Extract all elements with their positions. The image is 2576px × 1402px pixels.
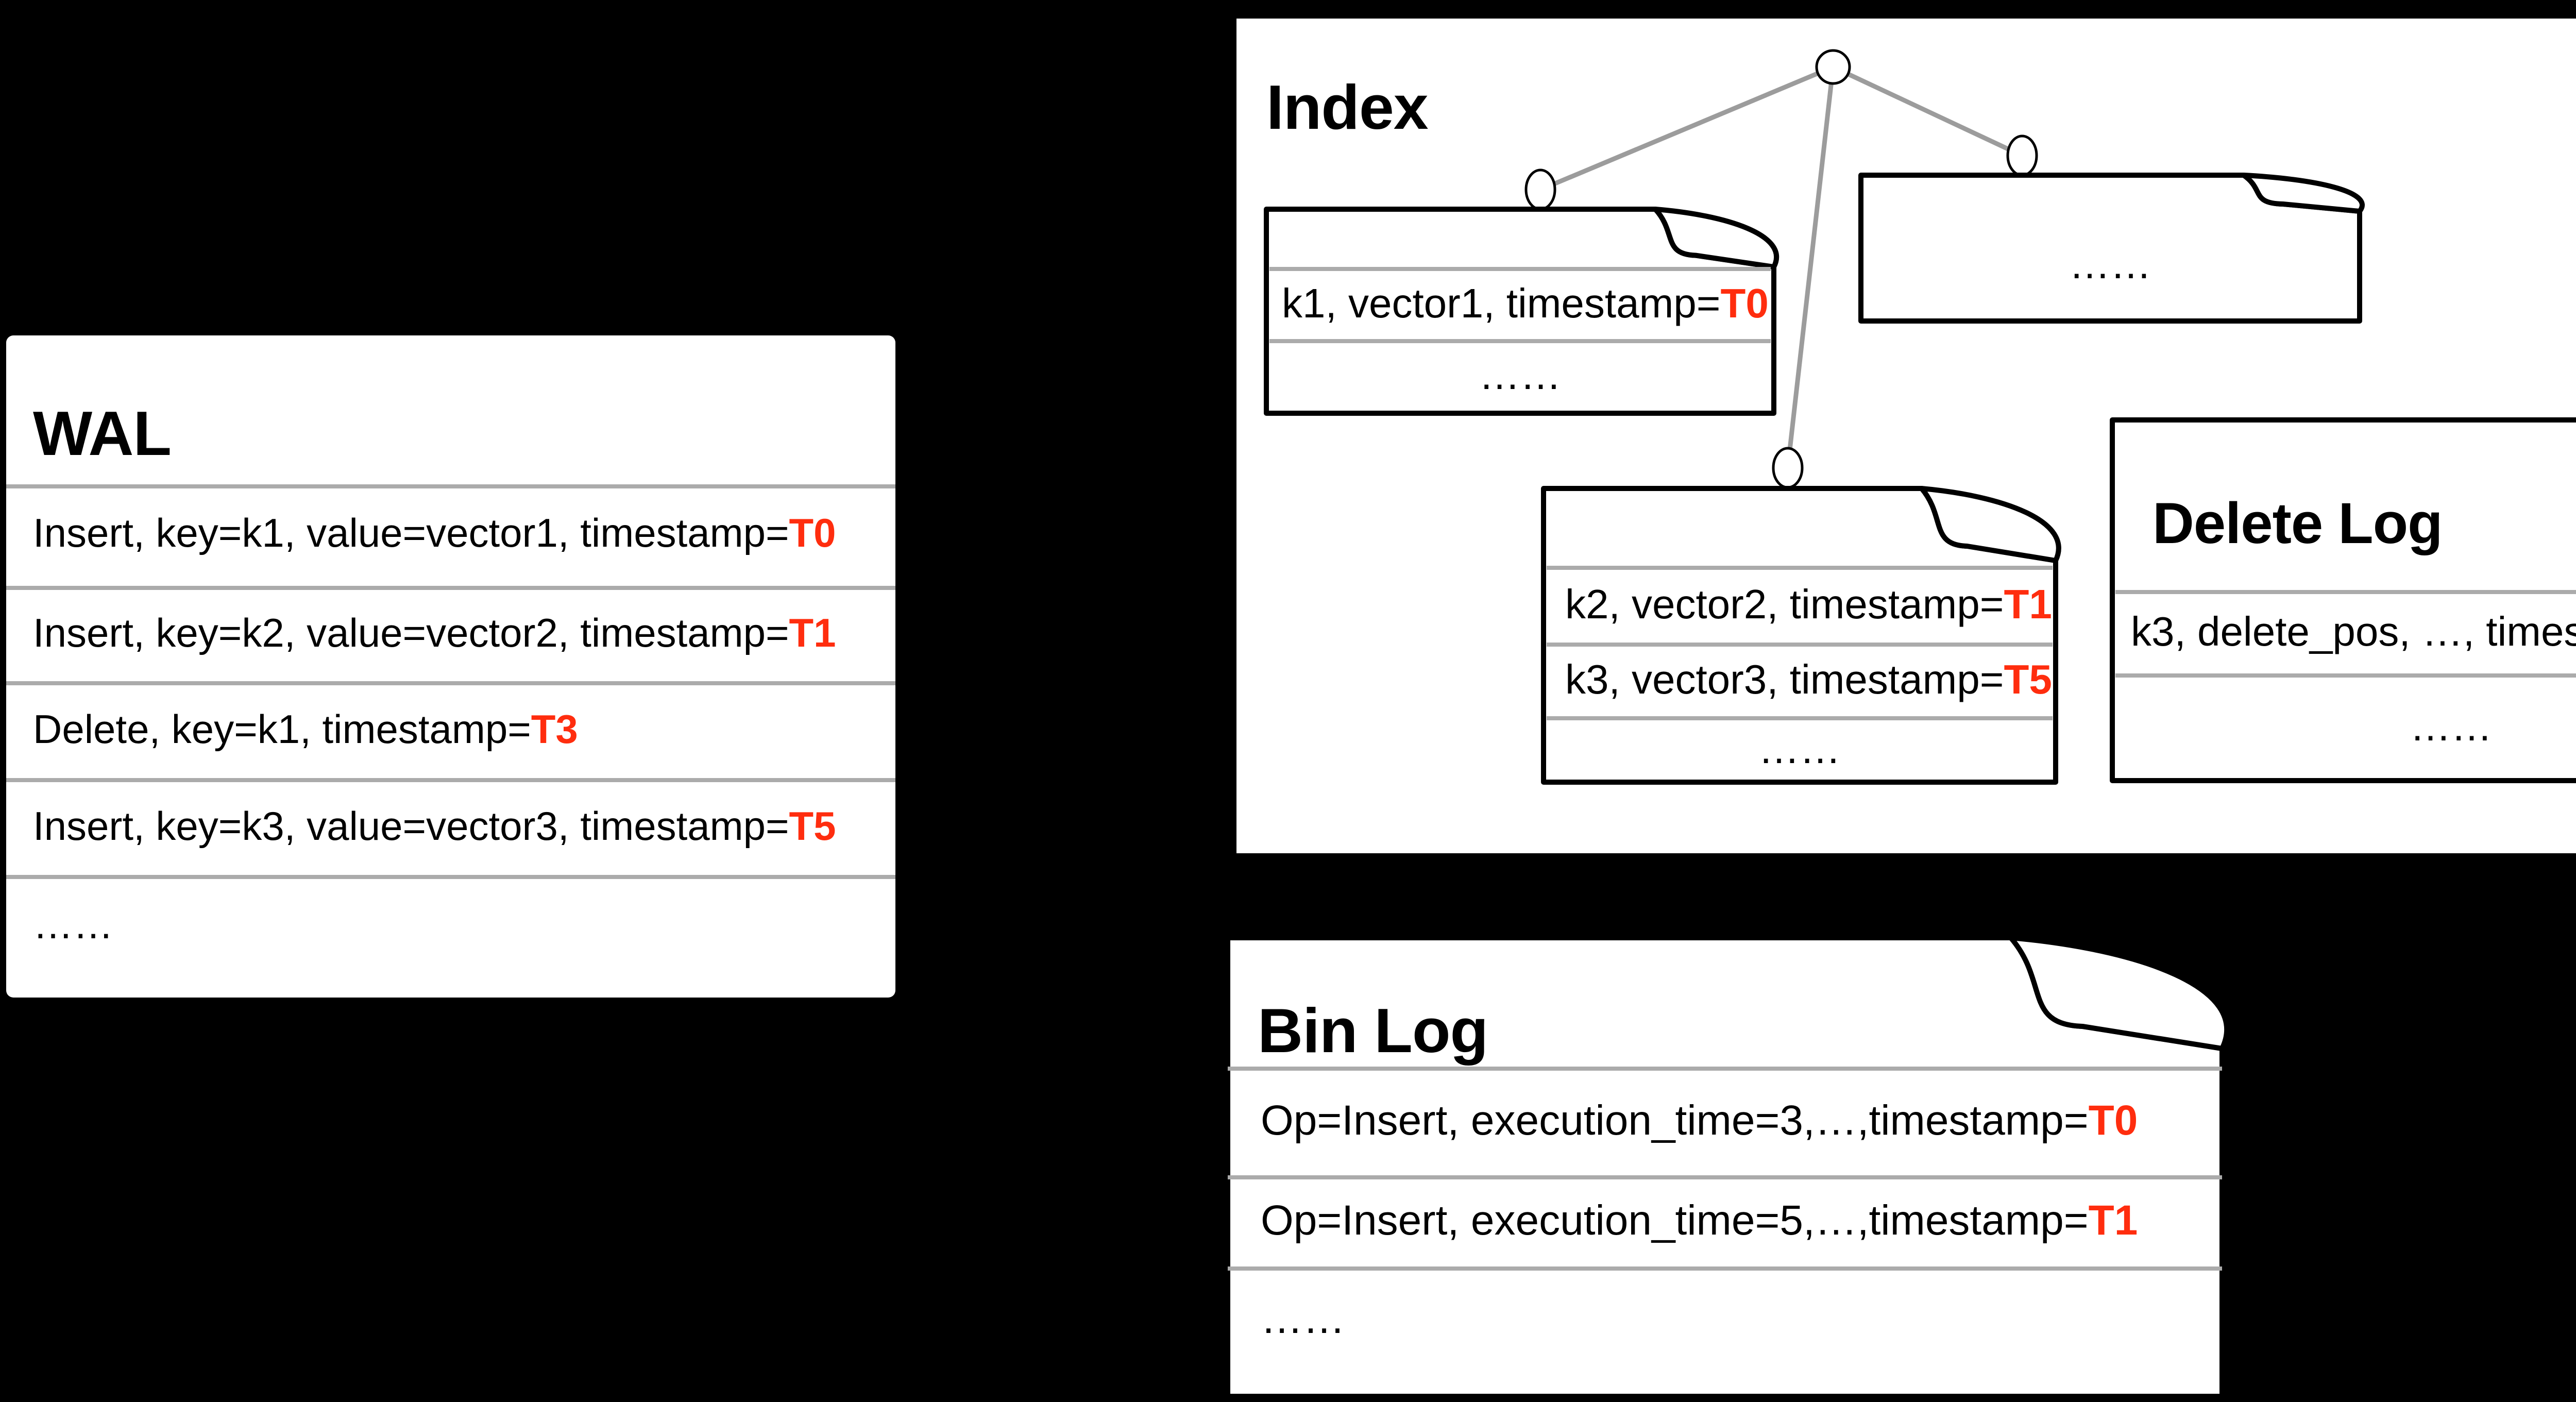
index-segment-k1-document: k1, vector1, timestamp=T0 …… <box>1264 207 1780 416</box>
segment-row: k1, vector1, timestamp=T0 <box>1282 271 1769 336</box>
ellipsis-text: …… <box>1758 726 1841 772</box>
ellipsis-text: …… <box>1479 352 1562 398</box>
segment-row-timestamp: T1 <box>2004 581 2052 627</box>
segment-row-text: k1, vector1, timestamp= <box>1282 280 1721 326</box>
doc-separator <box>1547 643 2053 647</box>
wal-title: WAL <box>33 398 172 469</box>
wal-row: Delete, key=k1, timestamp=T3 <box>33 706 885 752</box>
doc-separator <box>1228 1067 2222 1071</box>
index-segment-more-document: …… <box>1858 173 2365 324</box>
segment-row: k2, vector2, timestamp=T1 <box>1565 570 2052 639</box>
document-page-shape <box>1225 935 2230 1399</box>
wal-separator <box>6 586 895 590</box>
wal-row: Insert, key=k1, value=vector1, timestamp… <box>33 510 885 556</box>
ellipsis-text: …… <box>2069 241 2151 287</box>
doc-separator <box>1269 339 1771 343</box>
doc-separator <box>2115 673 2576 678</box>
wal-separator <box>6 484 895 488</box>
wal-more-row: …… <box>33 902 885 948</box>
wal-row-text: Insert, key=k3, value=vector3, timestamp… <box>33 803 789 849</box>
document-page-shape <box>1541 486 2061 785</box>
doc-separator <box>1228 1266 2222 1271</box>
index-title: Index <box>1266 72 1429 143</box>
wal-row-text: Insert, key=k1, value=vector1, timestamp… <box>33 510 789 556</box>
document-page-shape <box>1264 207 1780 416</box>
bin-log-row: Op=Insert, execution_time=3,…,timestamp=… <box>1261 1070 2216 1172</box>
segment-more-row: …… <box>1266 344 1774 406</box>
wal-row-timestamp: T1 <box>789 610 836 656</box>
bin-log-row-text: Op=Insert, execution_time=5,…,timestamp= <box>1261 1197 2089 1244</box>
segment-row: k3, vector3, timestamp=T5 <box>1565 647 2052 713</box>
bin-log-row-timestamp: T0 <box>2088 1096 2138 1144</box>
index-segment-k2-k3-document: k2, vector2, timestamp=T1 k3, vector3, t… <box>1541 486 2061 785</box>
bin-log-row-text: Op=Insert, execution_time=3,…,timestamp= <box>1261 1096 2089 1144</box>
wal-row-text: Insert, key=k2, value=vector2, timestamp… <box>33 610 789 656</box>
wal-row-timestamp: T3 <box>531 706 578 752</box>
bin-log-document: Bin Log Op=Insert, execution_time=3,…,ti… <box>1225 935 2230 1399</box>
wal-separator <box>6 681 895 685</box>
segment-row-text: k3, vector3, timestamp= <box>1565 656 2004 702</box>
doc-separator <box>1269 267 1771 271</box>
delete-log-title: Delete Log <box>2153 491 2443 555</box>
wal-box: WAL Insert, key=k1, value=vector1, times… <box>6 335 895 998</box>
wal-row-timestamp: T5 <box>789 803 836 849</box>
segment-more-row: …… <box>1861 231 2360 298</box>
bin-log-row-timestamp: T1 <box>2088 1197 2138 1244</box>
doc-separator <box>1228 1175 2222 1179</box>
segment-row-text: k2, vector2, timestamp= <box>1565 581 2004 627</box>
doc-separator <box>1547 716 2053 720</box>
segment-more-row: …… <box>1544 720 2056 778</box>
bin-log-title: Bin Log <box>1258 995 1488 1066</box>
wal-row-timestamp: T0 <box>789 510 836 556</box>
bin-log-row: Op=Insert, execution_time=5,…,timestamp=… <box>1261 1178 2216 1263</box>
bin-log-more-row: …… <box>1261 1275 2216 1363</box>
segment-row-timestamp: T5 <box>2004 656 2052 702</box>
wal-row: Insert, key=k2, value=vector2, timestamp… <box>33 610 885 656</box>
document-page-shape <box>2110 417 2576 783</box>
document-page-shape <box>1858 173 2365 324</box>
segment-row-timestamp: T0 <box>1720 280 1769 326</box>
doc-separator <box>2115 590 2576 594</box>
delete-log-row: k3, delete_pos, …, timestamp=T3 <box>2131 593 2576 670</box>
ellipsis-text: …… <box>2410 703 2493 749</box>
wal-separator <box>6 875 895 879</box>
ellipsis-text: …… <box>33 902 113 948</box>
wal-row-text: Delete, key=k1, timestamp= <box>33 706 531 752</box>
delete-log-more-row: …… <box>2112 678 2576 775</box>
ellipsis-text: …… <box>1261 1295 1345 1342</box>
delete-log-document: Delete Log k3, delete_pos, …, timestamp=… <box>2110 417 2576 783</box>
doc-separator <box>1547 566 2053 570</box>
delete-log-row-text: k3, delete_pos, …, timestamp= <box>2131 609 2576 654</box>
wal-row: Insert, key=k3, value=vector3, timestamp… <box>33 803 885 849</box>
wal-separator <box>6 778 895 782</box>
